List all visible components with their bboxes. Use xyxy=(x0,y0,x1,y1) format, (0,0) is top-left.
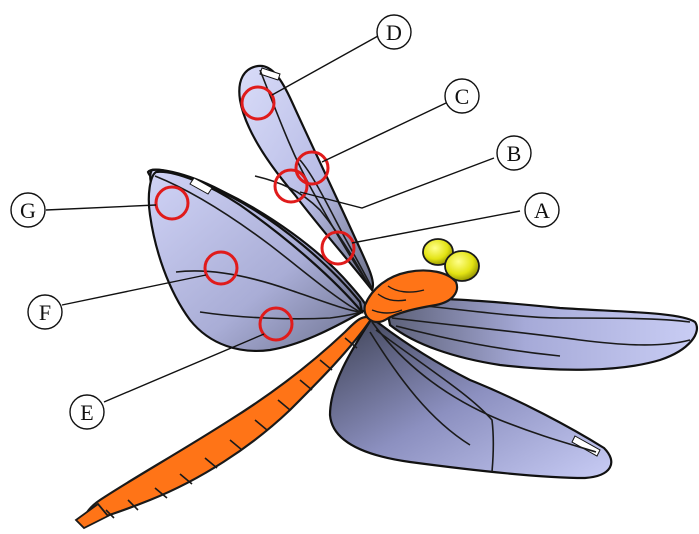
callout-g-label: G xyxy=(20,198,36,223)
callout-b-label: B xyxy=(507,141,522,166)
leader-line-c xyxy=(322,103,446,162)
callout-g: G xyxy=(11,193,45,227)
dragonfly-abdomen xyxy=(76,317,372,528)
callout-c-label: C xyxy=(455,84,470,109)
callout-e: E xyxy=(70,395,104,429)
callout-e-label: E xyxy=(80,400,93,425)
callout-d: D xyxy=(377,15,411,49)
leader-line-d xyxy=(272,36,378,95)
callout-d-label: D xyxy=(386,20,402,45)
leader-line-e xyxy=(104,334,264,402)
callout-a: A xyxy=(525,193,559,227)
callout-c: C xyxy=(445,79,479,113)
callout-f: F xyxy=(28,295,62,329)
callout-f-label: F xyxy=(39,300,51,325)
leader-line-g xyxy=(46,205,156,210)
callout-a-label: A xyxy=(534,198,550,223)
dragonfly-eye-right xyxy=(445,251,479,281)
callout-b: B xyxy=(497,136,531,170)
